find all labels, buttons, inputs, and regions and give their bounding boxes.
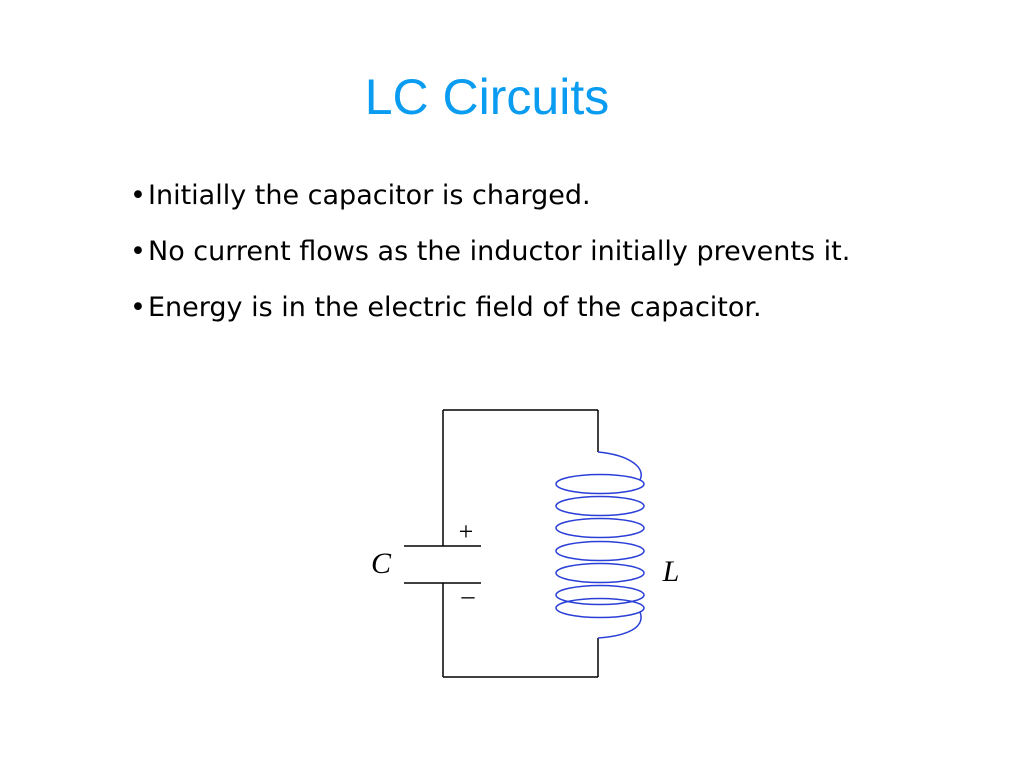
bullet-list: •Initially the capacitor is charged. •No… [122, 172, 922, 340]
bullet-item: •Initially the capacitor is charged. [122, 172, 922, 220]
coil-loop [555, 473, 645, 495]
coil-loop [555, 517, 645, 539]
coil-loop [555, 584, 645, 606]
coil-loop [555, 495, 645, 517]
bullet-dot: • [130, 236, 146, 267]
inductor-coil [555, 451, 645, 639]
capacitor-label: C [371, 547, 392, 580]
inductor-label: L [662, 555, 680, 588]
bullet-text: Energy is in the electric field of the c… [148, 292, 762, 323]
bullet-text: Initially the capacitor is charged. [148, 180, 591, 211]
bullet-text: No current flows as the inductor initial… [148, 236, 851, 267]
bullet-item: •No current flows as the inductor initia… [122, 228, 922, 276]
bullet-dot: • [130, 292, 146, 323]
coil-lead-top [597, 451, 642, 481]
bullet-dot: • [130, 180, 146, 211]
plus-sign: + [459, 517, 474, 546]
coil-loop [555, 562, 645, 584]
circuit-wires [404, 409, 599, 678]
coil-lead-bottom [597, 611, 642, 639]
coil-loop [555, 597, 645, 619]
bullet-item: •Energy is in the electric field of the … [122, 284, 922, 332]
slide-title: LC Circuits [364, 69, 610, 125]
coil-loop [555, 540, 645, 562]
minus-sign: – [461, 581, 476, 610]
